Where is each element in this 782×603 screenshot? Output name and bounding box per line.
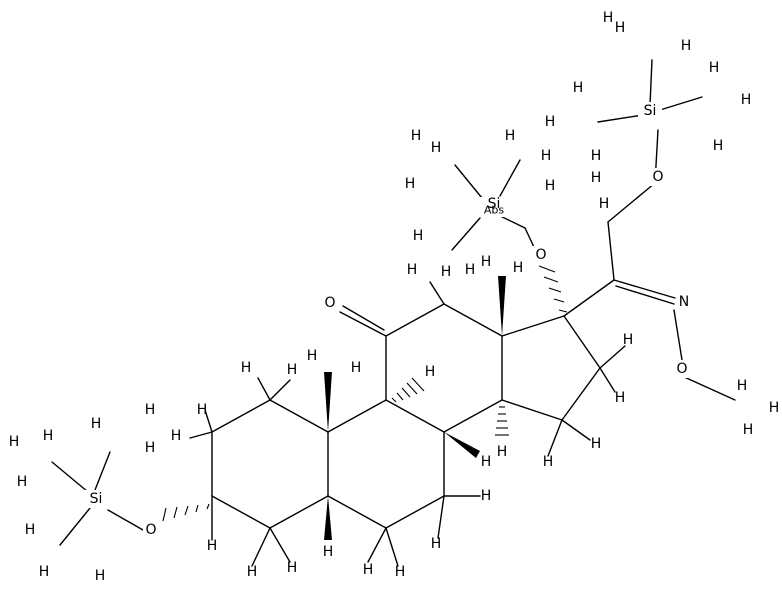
atom-h: H bbox=[737, 378, 748, 394]
tms-bonds bbox=[51, 59, 703, 546]
atom-h: H bbox=[9, 434, 20, 450]
atom-h: H bbox=[287, 560, 298, 576]
atom-h: H bbox=[603, 10, 614, 26]
h-stub-bonds bbox=[189, 345, 626, 567]
atom-h: H bbox=[171, 428, 182, 444]
abs-label: Abs bbox=[484, 204, 505, 217]
atom-h: H bbox=[481, 454, 492, 470]
atom-o-ketone: O bbox=[324, 295, 335, 311]
atom-o-ether-top: O bbox=[652, 169, 663, 185]
atom-h: H bbox=[615, 390, 626, 406]
atom-h: H bbox=[769, 400, 780, 416]
atom-h: H bbox=[743, 422, 754, 438]
atom-h: H bbox=[543, 454, 554, 470]
atom-h: H bbox=[25, 522, 36, 538]
atom-h: H bbox=[363, 562, 374, 578]
atom-h: H bbox=[413, 228, 424, 244]
atom-h: H bbox=[197, 402, 208, 418]
atom-labels: O O N O O O Si Si Si Abs H H H H H H H H… bbox=[9, 10, 780, 584]
atom-h: H bbox=[307, 348, 318, 364]
atom-h: H bbox=[713, 138, 724, 154]
atom-h: H bbox=[441, 264, 452, 280]
atom-o-c17: O bbox=[535, 247, 546, 263]
atom-h: H bbox=[623, 332, 634, 348]
atom-h: H bbox=[95, 568, 106, 584]
atom-h: H bbox=[513, 260, 524, 276]
atom-h: H bbox=[241, 360, 252, 376]
atom-si-top-right: Si bbox=[644, 103, 657, 119]
atom-h: H bbox=[465, 262, 476, 278]
atom-h: H bbox=[145, 440, 156, 456]
atom-h: H bbox=[431, 536, 442, 552]
atom-h: H bbox=[591, 170, 602, 186]
atom-h: H bbox=[431, 140, 442, 156]
atom-h: H bbox=[425, 364, 436, 380]
atom-h: H bbox=[247, 564, 258, 580]
atom-h: H bbox=[411, 128, 422, 144]
atom-h: H bbox=[287, 362, 298, 378]
atom-h: H bbox=[545, 178, 556, 194]
atom-h: H bbox=[615, 20, 626, 36]
atom-h: H bbox=[351, 360, 362, 376]
atom-h: H bbox=[709, 60, 720, 76]
atom-h: H bbox=[591, 436, 602, 452]
atom-si-left: Si bbox=[90, 491, 103, 507]
atom-h: H bbox=[207, 538, 218, 554]
atom-h: H bbox=[323, 544, 334, 560]
atom-h: H bbox=[591, 148, 602, 164]
atom-o-oxime: O bbox=[676, 361, 687, 377]
atom-h: H bbox=[17, 474, 28, 490]
atom-h: H bbox=[545, 114, 556, 130]
atom-n-oxime: N bbox=[679, 294, 689, 310]
atom-h: H bbox=[481, 488, 492, 504]
atom-h: H bbox=[43, 428, 54, 444]
atom-h: H bbox=[573, 80, 584, 96]
atom-h: H bbox=[39, 564, 50, 580]
atom-h: H bbox=[599, 196, 610, 212]
atom-h: H bbox=[741, 92, 752, 108]
atom-h: H bbox=[145, 402, 156, 418]
atom-h: H bbox=[91, 416, 102, 432]
atom-h: H bbox=[405, 176, 416, 192]
atom-h: H bbox=[481, 254, 492, 270]
stereo-bonds bbox=[162, 265, 568, 540]
bonds bbox=[107, 129, 736, 531]
atom-h: H bbox=[681, 38, 692, 54]
atom-h: H bbox=[395, 564, 406, 580]
atom-h: H bbox=[497, 444, 508, 460]
atom-h: H bbox=[541, 148, 552, 164]
atom-h: H bbox=[505, 128, 516, 144]
atom-h: H bbox=[407, 262, 418, 278]
atom-o-c3: O bbox=[145, 522, 156, 538]
atom-si-top: Si bbox=[488, 196, 501, 212]
